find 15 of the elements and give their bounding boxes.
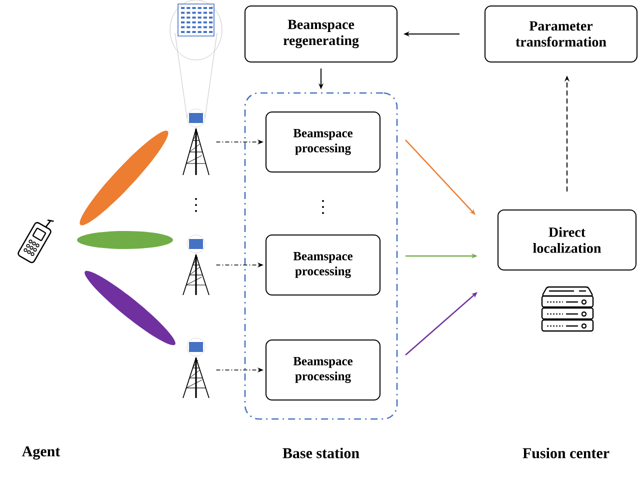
section-label: Agent: [22, 446, 60, 460]
tower-drawing: [182, 234, 210, 296]
arrow: [405, 140, 476, 215]
section-label: Fusion center: [522, 448, 610, 458]
tower-drawing: [182, 108, 210, 176]
tower-drawing: [182, 338, 210, 398]
process-box: Beamspace processing: [266, 339, 380, 400]
group-frame: [244, 92, 398, 420]
process-box: Parameter transformation: [484, 6, 638, 62]
section-label: Base station: [282, 448, 360, 458]
process-box: Beamspace processing: [266, 234, 380, 296]
arrow: [405, 292, 478, 356]
process-box: Beamspace regenerating: [244, 6, 398, 62]
process-box: Direct localization: [498, 209, 636, 270]
process-box: Beamspace processing: [266, 112, 380, 172]
